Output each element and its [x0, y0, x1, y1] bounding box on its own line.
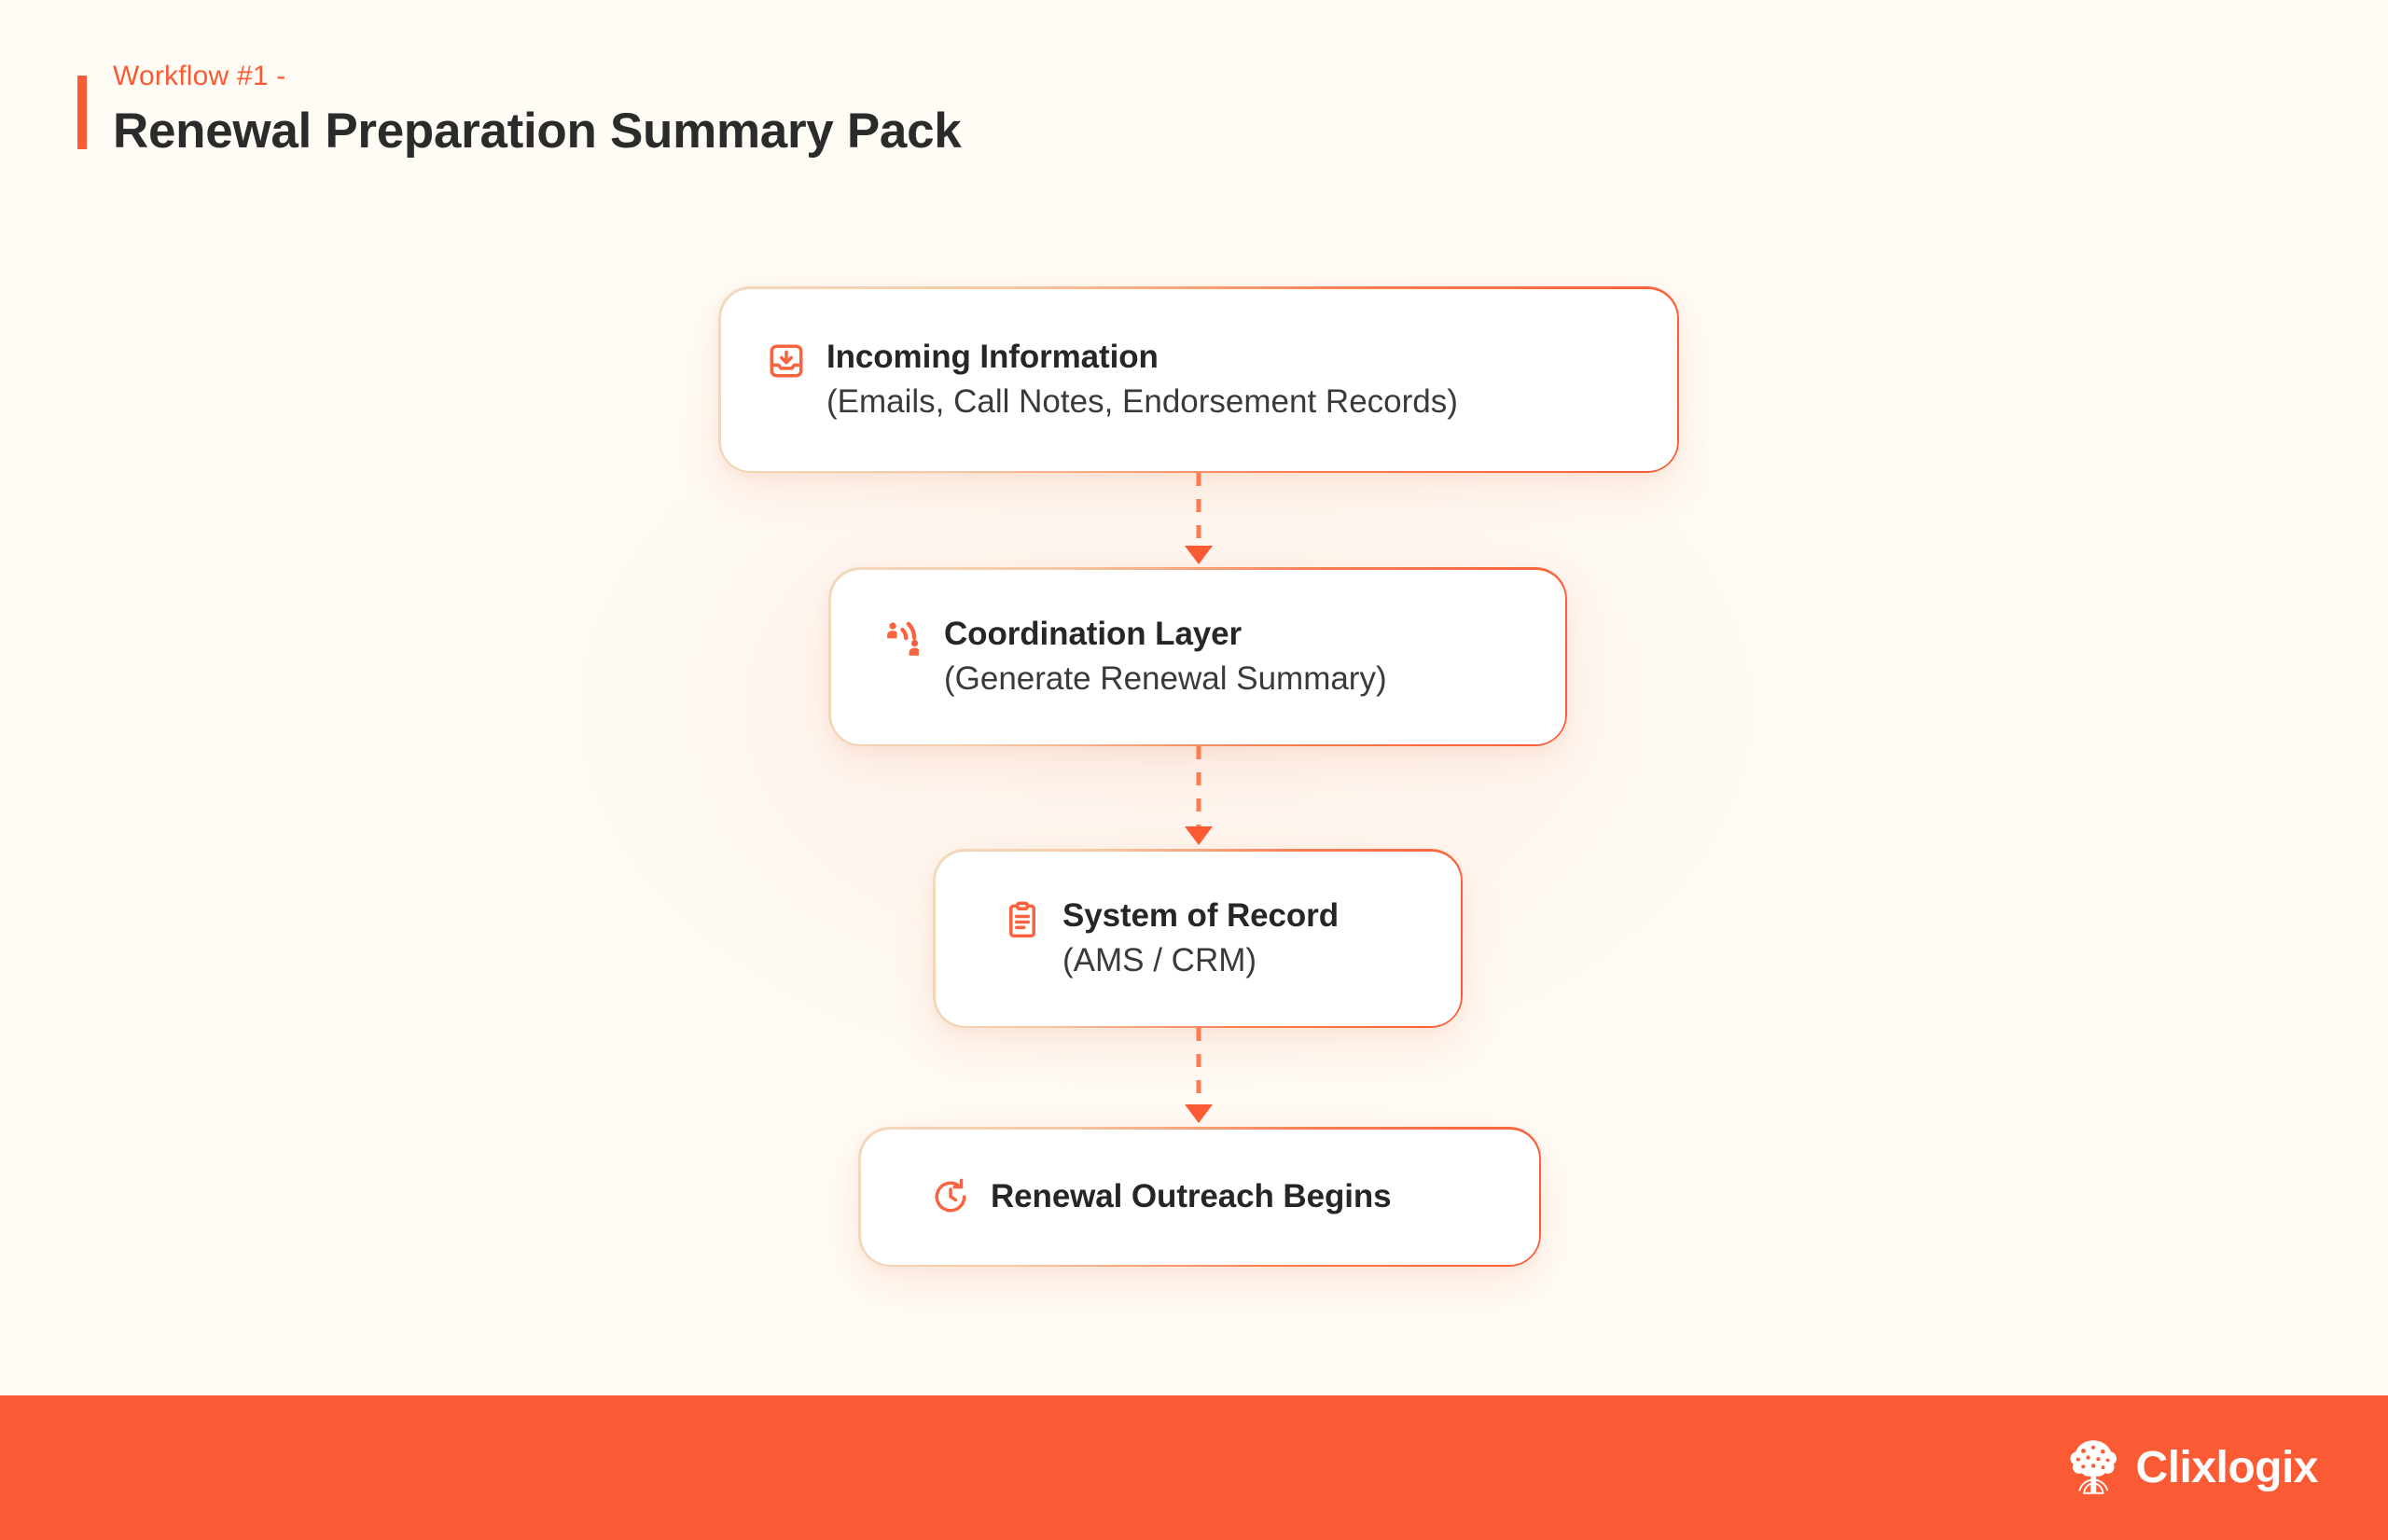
- connector-arrow-3: [1180, 1028, 1217, 1127]
- workflow-diagram: Incoming Information (Emails, Call Notes…: [0, 0, 2388, 1395]
- flow-node-incoming-information[interactable]: Incoming Information (Emails, Call Notes…: [718, 286, 1679, 473]
- connector-arrow-2: [1180, 746, 1217, 849]
- page-title: Renewal Preparation Summary Pack: [113, 103, 962, 159]
- inbox-download-icon: [767, 341, 806, 381]
- connector-arrowhead: [1185, 1104, 1213, 1123]
- clipboard-icon: [1003, 900, 1042, 939]
- flow-node-subtitle: (Emails, Call Notes, Endorsement Records…: [826, 382, 1458, 420]
- connector-arrow-1: [1180, 473, 1217, 567]
- header-text-group: Workflow #1 - Renewal Preparation Summar…: [113, 58, 962, 159]
- flow-node-title: Coordination Layer: [944, 615, 1243, 652]
- workflow-kicker: Workflow #1 -: [113, 61, 286, 91]
- connector-dashed-line: [1196, 1028, 1201, 1106]
- connector-dashed-line: [1196, 746, 1201, 828]
- flow-node-title: Incoming Information: [826, 338, 1159, 375]
- flow-node-renewal-outreach-begins[interactable]: Renewal Outreach Begins: [858, 1127, 1541, 1267]
- title-accent-bar: [77, 76, 87, 149]
- flow-node-title: System of Record: [1062, 896, 1339, 934]
- broadcast-people-icon: [884, 618, 923, 658]
- brand-name: Clixlogix: [2135, 1442, 2318, 1492]
- connector-arrowhead: [1185, 826, 1213, 845]
- flow-node-subtitle: (Generate Renewal Summary): [944, 659, 1387, 697]
- flow-node-coordination-layer[interactable]: Coordination Layer (Generate Renewal Sum…: [828, 567, 1567, 746]
- connector-arrowhead: [1185, 546, 1213, 564]
- clock-refresh-icon: [931, 1177, 970, 1216]
- tree-logo-icon: [2064, 1437, 2122, 1499]
- page-footer: Clixlogix: [0, 1395, 2388, 1540]
- flow-node-subtitle: (AMS / CRM): [1062, 941, 1257, 978]
- connector-dashed-line: [1196, 473, 1201, 548]
- brand-lockup: Clixlogix: [2064, 1437, 2318, 1499]
- flow-node-system-of-record[interactable]: System of Record (AMS / CRM): [933, 849, 1463, 1028]
- flow-node-title: Renewal Outreach Begins: [991, 1178, 1392, 1215]
- page-header: Workflow #1 - Renewal Preparation Summar…: [77, 58, 962, 159]
